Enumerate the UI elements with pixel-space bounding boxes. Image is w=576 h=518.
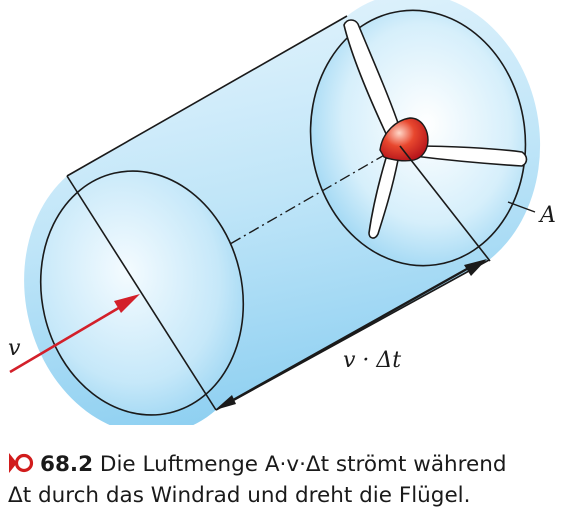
wind-cylinder-diagram: v v · Δt A [8, 0, 556, 425]
caption-line-2: Δt durch das Windrad und dreht die Flüge… [8, 483, 471, 508]
distance-arrowhead-end [464, 259, 487, 276]
caption-number: 68.2 [40, 452, 94, 477]
inflow-diameter-line [66, 175, 217, 411]
distance-arrowhead-start [215, 395, 236, 410]
rotor-hub [379, 117, 429, 162]
caption-line-1: 68.2 Die Luftmenge A·v·Δt strömt während [8, 449, 568, 480]
rotor-diameter-line [399, 145, 491, 262]
distance-label: v · Δt [343, 348, 401, 373]
velocity-arrow-line [9, 304, 123, 374]
distance-arrow-line [225, 263, 475, 406]
figure-caption: 68.2 Die Luftmenge A·v·Δt strömt während… [8, 449, 568, 511]
rotor-blades [343, 19, 528, 239]
cylinder-top-edge [66, 15, 348, 177]
velocity-label: v [8, 336, 21, 361]
area-label: A [538, 203, 556, 228]
area-leader-line [507, 201, 536, 213]
rotor-blade-bottom [368, 157, 399, 239]
rotor-blade-top [343, 19, 403, 139]
rotor-blade-right [413, 145, 528, 167]
caption-text-1: Die Luftmenge A·v·Δt strömt während [99, 452, 507, 477]
figure-marker-icon [9, 453, 34, 473]
velocity-arrowhead [114, 294, 140, 313]
